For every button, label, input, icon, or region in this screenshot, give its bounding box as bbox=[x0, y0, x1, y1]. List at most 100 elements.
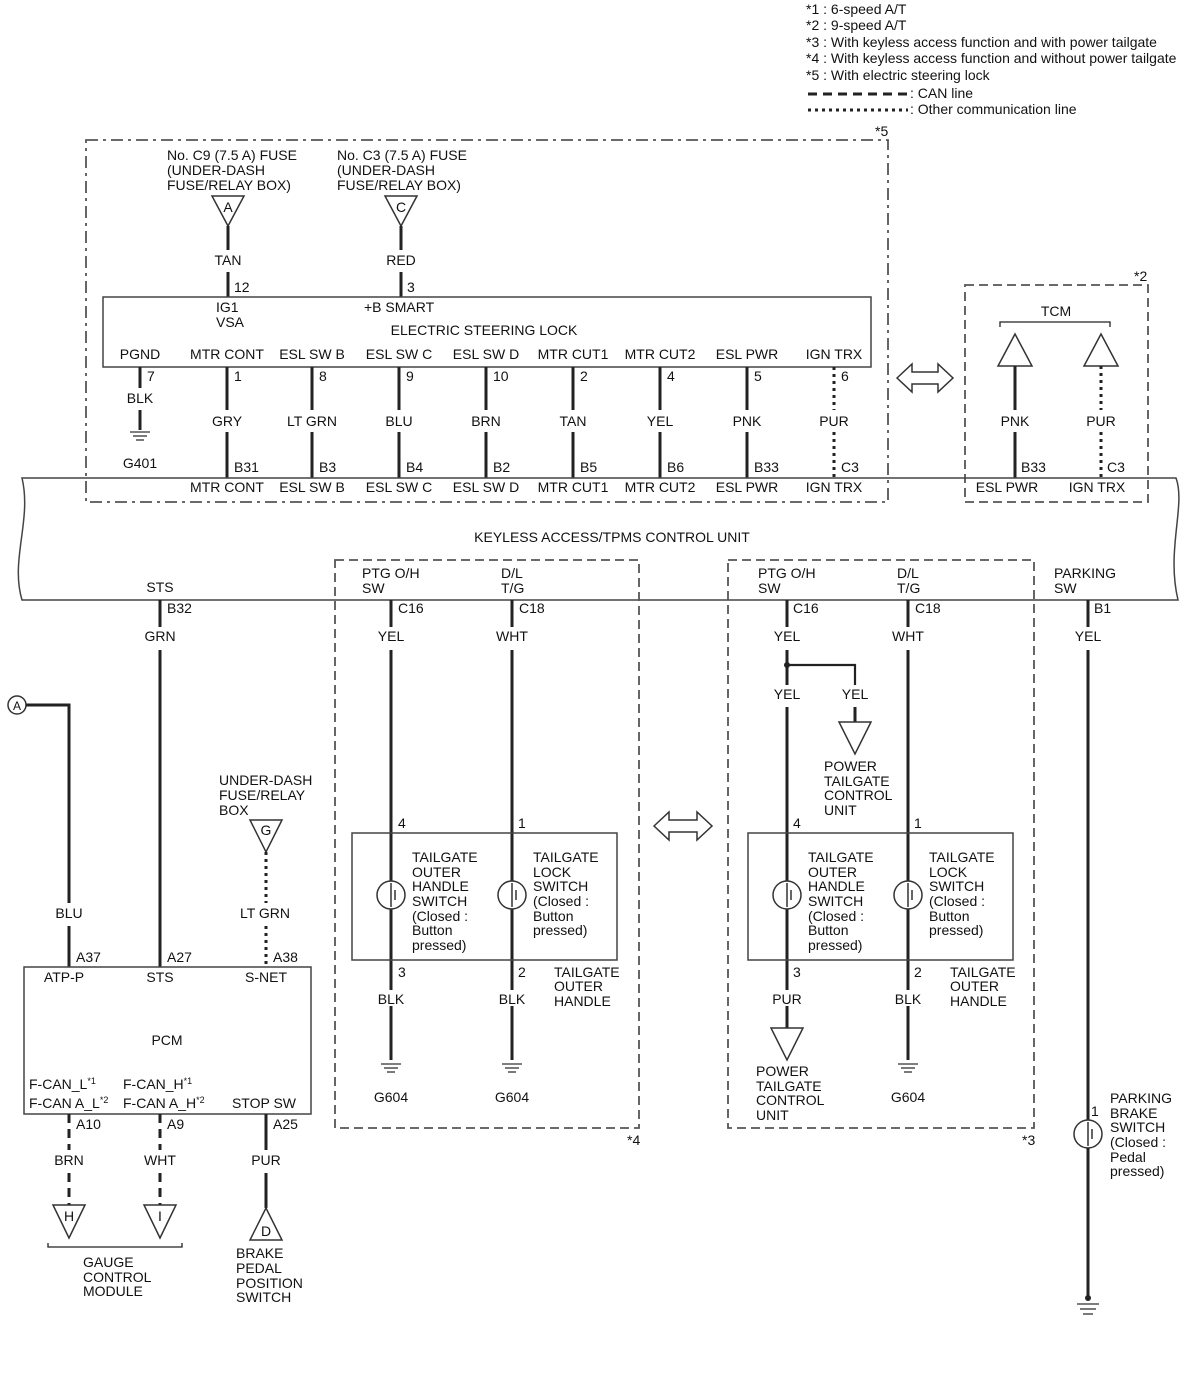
wire-color: WHT bbox=[892, 628, 924, 644]
terminal-name: D/L bbox=[501, 565, 523, 581]
fuse-label: FUSE/RELAY BOX) bbox=[167, 177, 291, 193]
pin-number: 4 bbox=[398, 815, 406, 831]
terminal-name: ESL SW B bbox=[279, 479, 345, 495]
svg-text:GAUGE: GAUGE bbox=[83, 1254, 134, 1270]
svg-text:(Closed :: (Closed : bbox=[412, 908, 468, 924]
svg-text:BRAKE: BRAKE bbox=[1110, 1105, 1157, 1121]
svg-text:LOCK: LOCK bbox=[533, 864, 572, 880]
svg-text:Button: Button bbox=[929, 908, 969, 924]
ground-symbol bbox=[130, 431, 150, 441]
component-title: ELECTRIC STEERING LOCK bbox=[391, 322, 578, 338]
pin-number: 4 bbox=[793, 815, 801, 831]
wire-color: BLU bbox=[385, 413, 412, 429]
svg-text:MODULE: MODULE bbox=[83, 1283, 143, 1299]
svg-text:OUTER: OUTER bbox=[808, 864, 857, 880]
svg-text:HANDLE: HANDLE bbox=[950, 993, 1007, 1009]
wire-color: YEL bbox=[378, 628, 405, 644]
wire-color: BLK bbox=[499, 991, 526, 1007]
terminal-name: PTG O/H bbox=[758, 565, 816, 581]
connector-arrow bbox=[248, 819, 284, 854]
ground-label: G401 bbox=[123, 455, 157, 471]
svg-text:Button: Button bbox=[412, 922, 452, 938]
wire-color: BRN bbox=[54, 1152, 84, 1168]
terminal-number: B5 bbox=[580, 459, 597, 475]
svg-text:HANDLE: HANDLE bbox=[554, 993, 611, 1009]
connector-arrow bbox=[837, 721, 873, 756]
pin-number: 7 bbox=[147, 368, 155, 384]
terminal-name: F-CAN A_H*2 bbox=[123, 1095, 205, 1111]
wire-color: PUR bbox=[1086, 413, 1116, 429]
component-label: TAILGATE OUTER HANDLE bbox=[554, 964, 620, 1009]
wire-color: YEL bbox=[1075, 628, 1102, 644]
tailgate-outer-handle bbox=[747, 832, 1014, 961]
ground-label: G604 bbox=[891, 1089, 925, 1105]
terminal-name: F-CAN_L*1 bbox=[29, 1076, 96, 1092]
fuse-label: No. C9 (7.5 A) FUSE bbox=[167, 147, 297, 163]
switch-icon bbox=[1073, 1119, 1103, 1149]
terminal-number: B2 bbox=[493, 459, 510, 475]
pcm bbox=[23, 966, 312, 1115]
svg-text:UNIT: UNIT bbox=[824, 802, 857, 818]
svg-text:OUTER: OUTER bbox=[950, 978, 999, 994]
terminal-name: STS bbox=[146, 579, 173, 595]
splice-point bbox=[1085, 1295, 1091, 1301]
svg-text:BOX: BOX bbox=[219, 802, 249, 818]
connector-arrow bbox=[142, 1204, 178, 1240]
pin-name: MTR CONT bbox=[190, 346, 264, 362]
connector-arrow bbox=[210, 195, 246, 228]
terminal-number: C16 bbox=[398, 600, 424, 616]
switch-label: TAILGATE LOCK SWITCH (Closed : Button pr… bbox=[533, 849, 599, 938]
svg-text:pressed): pressed) bbox=[808, 937, 862, 953]
legend-note: *5 : With electric steering lock bbox=[806, 67, 991, 83]
tcm-arrow bbox=[996, 332, 1034, 367]
terminal-name: ATP-P bbox=[44, 969, 84, 985]
svg-text:OUTER: OUTER bbox=[412, 864, 461, 880]
wire-color: PUR bbox=[772, 991, 802, 1007]
svg-text:PEDAL: PEDAL bbox=[236, 1260, 282, 1276]
component-title: KEYLESS ACCESS/TPMS CONTROL UNIT bbox=[474, 529, 750, 545]
component-title: TCM bbox=[1041, 303, 1071, 319]
pin-name: MTR CUT1 bbox=[538, 346, 609, 362]
pin-name: ESL SW C bbox=[366, 346, 432, 362]
svg-text:FUSE/RELAY: FUSE/RELAY bbox=[219, 787, 306, 803]
pin-number: 1 bbox=[234, 368, 242, 384]
tcm-arrow bbox=[1082, 332, 1120, 367]
terminal-name: ESL SW C bbox=[366, 479, 432, 495]
terminal-name: PTG O/H bbox=[362, 565, 420, 581]
connector-arrow bbox=[248, 1206, 284, 1241]
connector-label: D bbox=[261, 1223, 271, 1239]
terminal-name: MTR CUT2 bbox=[625, 479, 696, 495]
terminal-number: B6 bbox=[667, 459, 684, 475]
connector-label: A bbox=[223, 199, 233, 215]
pin-name: MTR CUT2 bbox=[625, 346, 696, 362]
option-mark: *4 bbox=[627, 1132, 640, 1148]
component-title: PCM bbox=[151, 1032, 182, 1048]
wire-color: YEL bbox=[647, 413, 674, 429]
svg-text:CONTROL: CONTROL bbox=[824, 787, 893, 803]
svg-text:SWITCH: SWITCH bbox=[412, 893, 467, 909]
legend: *1 : 6-speed A/T *2 : 9-speed A/T *3 : W… bbox=[806, 1, 1177, 117]
svg-text:TAILGATE: TAILGATE bbox=[929, 849, 995, 865]
terminal-name: S-NET bbox=[245, 969, 287, 985]
pin-name: ESL SW D bbox=[453, 346, 519, 362]
fuse-label: (UNDER-DASH bbox=[167, 162, 265, 178]
switch-label: TAILGATE LOCK SWITCH (Closed : Button pr… bbox=[929, 849, 995, 938]
terminal-name: IGN TRX bbox=[1069, 479, 1126, 495]
ground-symbol bbox=[1077, 1303, 1099, 1315]
terminal-number: A38 bbox=[273, 949, 298, 965]
esl-pin-row: PGND MTR CONT ESL SW B ESL SW C ESL SW D… bbox=[120, 346, 863, 384]
pin-number: 5 bbox=[754, 368, 762, 384]
svg-text:TAILGATE: TAILGATE bbox=[533, 849, 599, 865]
component-label: BRAKE PEDAL POSITION SWITCH bbox=[236, 1245, 303, 1305]
legend-note: *1 : 6-speed A/T bbox=[806, 1, 907, 17]
svg-text:TAILGATE: TAILGATE bbox=[756, 1078, 822, 1094]
terminal-number: A25 bbox=[273, 1116, 298, 1132]
wire-color: PNK bbox=[1001, 413, 1030, 429]
tailgate-outer-handle bbox=[351, 832, 618, 961]
component-label: POWER TAILGATE CONTROL UNIT bbox=[756, 1063, 825, 1123]
wire-color: BLU bbox=[55, 905, 82, 921]
pin-name: IGN TRX bbox=[806, 346, 863, 362]
svg-text:HANDLE: HANDLE bbox=[808, 878, 865, 894]
switch-icon bbox=[772, 880, 802, 910]
wire-color: LT GRN bbox=[287, 413, 337, 429]
